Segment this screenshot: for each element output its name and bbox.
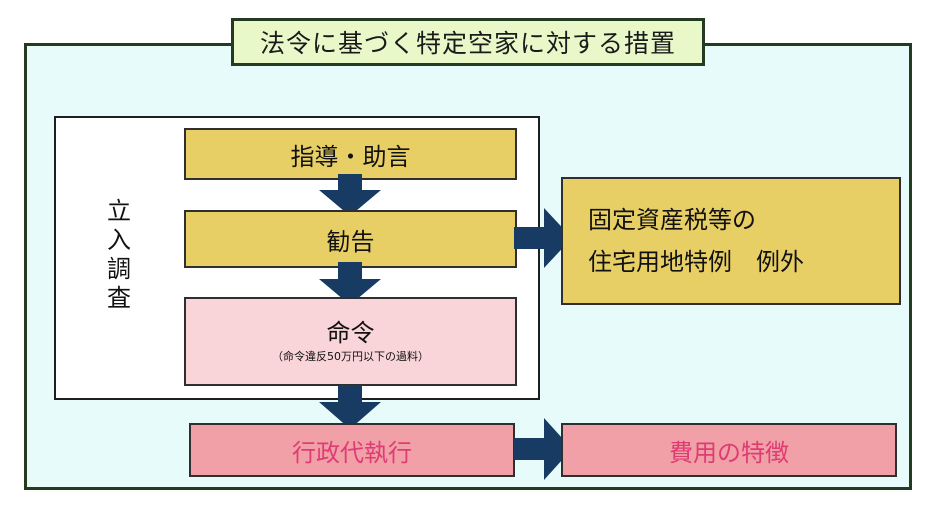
tax-exception-box: 固定資産税等の 住宅用地特例 例外 [561,177,901,305]
vertical-label-char-4: 査 [107,284,131,312]
order-box: 命令 （命令違反50万円以下の過料） [184,297,517,386]
order-title: 命令 [326,319,375,347]
vertical-label-char-2: 入 [107,226,131,254]
vertical-label-char-1: 立 [107,197,131,225]
order-note: （命令違反50万円以下の過料） [272,350,429,363]
execution-box: 行政代執行 [189,423,515,477]
tax-line-1: 固定資産税等の [588,206,756,234]
vertical-label-inspection: 立 入 調 査 [99,197,139,313]
tax-line-2: 住宅用地特例 例外 [588,248,804,276]
diagram-title: 法令に基づく特定空家に対する措置 [231,18,705,66]
vertical-label-char-3: 調 [107,255,131,283]
recommendation-box: 勧告 [184,210,517,268]
guidance-box: 指導・助言 [184,128,517,180]
cost-box: 費用の特徴 [561,423,897,477]
